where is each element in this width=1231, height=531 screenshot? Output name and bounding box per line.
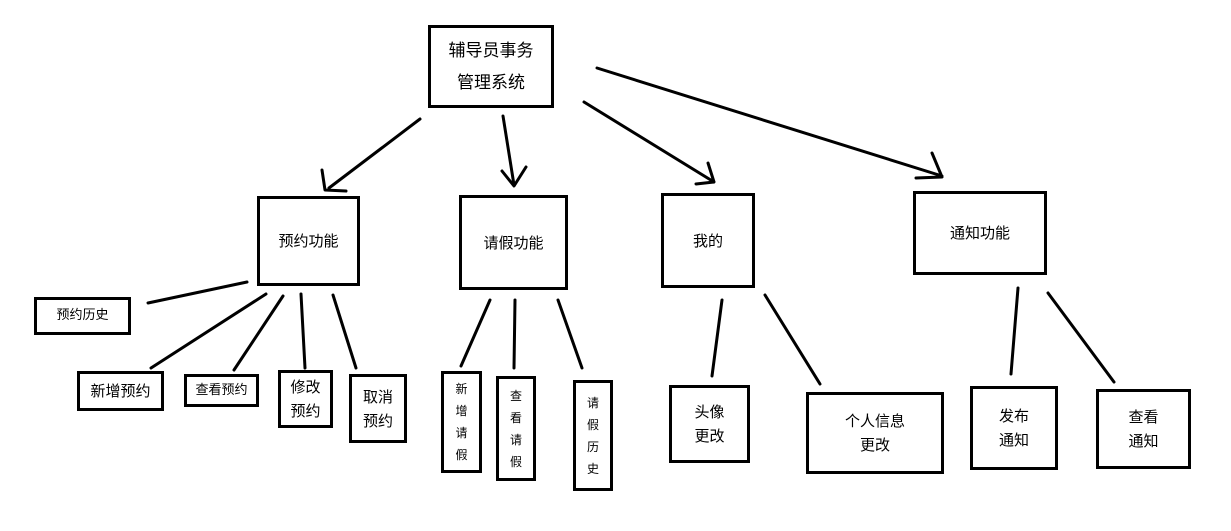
leave-view: 查 看 请 假	[496, 376, 536, 481]
booking-view: 查看预约	[184, 374, 259, 407]
notice-publish: 发布 通知	[970, 386, 1058, 470]
leave-history: 请 假 历 史	[573, 380, 613, 491]
line-booking-view	[232, 294, 285, 372]
booking-add-label: 新增预约	[90, 382, 151, 400]
booking-history-label: 预约历史	[56, 308, 109, 323]
leave-add: 新 增 请 假	[441, 371, 482, 473]
booking-edit-label: 修改 预约	[290, 378, 321, 420]
mine-profile: 个人信息 更改	[806, 392, 944, 474]
module-notice: 通知功能	[913, 191, 1047, 275]
module-notice-label: 通知功能	[949, 224, 1010, 242]
line-notice-publish	[1009, 286, 1020, 376]
leave-add-label: 新 增 请 假	[455, 382, 468, 462]
arrow-root-to-mine	[582, 100, 716, 186]
module-leave: 请假功能	[459, 195, 568, 290]
module-booking-label: 预约功能	[278, 232, 339, 250]
root-node: 辅导员事务 管理系统	[428, 25, 554, 108]
mine-avatar: 头像 更改	[669, 385, 750, 463]
leave-view-label: 查 看 请 假	[509, 388, 522, 469]
booking-edit: 修改 预约	[278, 370, 333, 428]
booking-history: 预约历史	[34, 297, 131, 335]
line-leave-add	[459, 298, 492, 368]
line-booking-add	[149, 292, 268, 370]
mine-avatar-label: 头像 更改	[694, 403, 725, 445]
booking-add: 新增预约	[77, 371, 164, 411]
notice-view: 查看 通知	[1096, 389, 1191, 469]
root-label: 辅导员事务 管理系统	[448, 40, 534, 93]
booking-cancel-label: 取消 预约	[362, 387, 393, 430]
line-booking-edit	[299, 292, 307, 370]
module-booking: 预约功能	[257, 196, 360, 286]
line-notice-view	[1046, 291, 1116, 384]
line-mine-profile	[763, 293, 822, 386]
leave-history-label: 请 假 历 史	[586, 395, 599, 476]
booking-cancel: 取消 预约	[349, 374, 407, 443]
module-leave-label: 请假功能	[483, 233, 544, 252]
arrow-root-to-booking	[320, 117, 422, 193]
line-booking-cancel	[331, 293, 358, 370]
line-leave-view	[512, 298, 517, 370]
mine-profile-label: 个人信息 更改	[844, 412, 905, 454]
arrow-root-to-leave	[500, 114, 528, 188]
booking-view-label: 查看预约	[195, 382, 248, 398]
line-leave-history	[556, 298, 584, 370]
module-mine: 我的	[661, 193, 755, 288]
line-mine-avatar	[710, 298, 724, 378]
notice-view-label: 查看 通知	[1128, 408, 1159, 450]
module-mine-label: 我的	[692, 231, 723, 250]
notice-publish-label: 发布 通知	[998, 407, 1029, 449]
line-booking-history	[146, 280, 249, 305]
arrow-root-to-notice	[595, 66, 944, 180]
